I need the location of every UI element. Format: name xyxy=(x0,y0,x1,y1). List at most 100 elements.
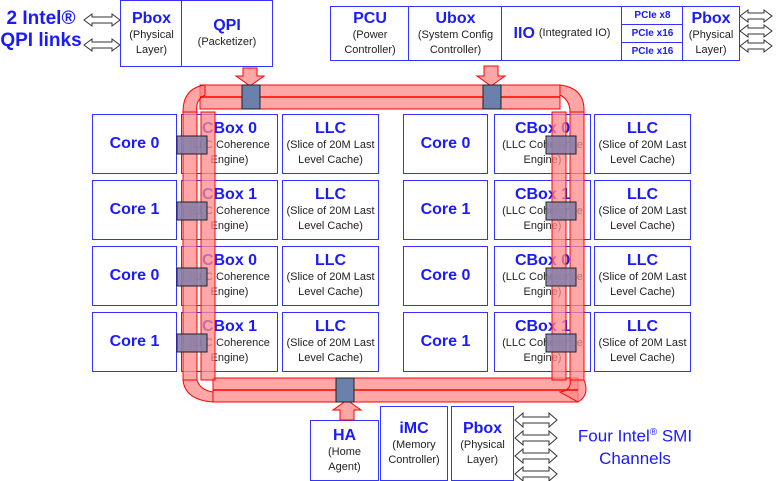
box-title: Pbox xyxy=(691,9,731,27)
box-subtitle: (Physical xyxy=(129,28,174,41)
box-title: Pbox xyxy=(462,419,503,437)
qpi-label-line1: 2 Intel® xyxy=(6,8,76,29)
box-subtitle: Agent) xyxy=(328,460,361,473)
box-title: LLC xyxy=(626,318,659,335)
box-subtitle: Level Cache) xyxy=(610,352,675,364)
box-title: CBox 0 xyxy=(201,252,258,269)
smi-label-text: Four Intel xyxy=(577,426,650,446)
core-box: Core 0 xyxy=(92,246,177,306)
core-box: Core 1 xyxy=(92,312,177,372)
box-subtitle: (Slice of 20M Last xyxy=(286,139,375,151)
box-subtitle: Level Cache) xyxy=(298,286,363,298)
box-title: CBox 0 xyxy=(514,120,571,137)
pcie-link-arrow xyxy=(739,39,773,53)
box-subtitle: Engine) xyxy=(523,352,562,364)
box-subtitle: (Power xyxy=(352,28,388,41)
qpi-links-label: 2 Intel® QPI links xyxy=(0,8,82,52)
pcu-box: PCU (Power Controller) xyxy=(330,6,410,61)
core-label: Core 1 xyxy=(109,333,160,350)
smi-link-arrow xyxy=(514,465,558,481)
core-box: Core 0 xyxy=(92,114,177,174)
box-subtitle: (Home xyxy=(327,445,361,458)
box-title: IIO xyxy=(513,24,535,42)
core-label: Core 0 xyxy=(420,267,471,284)
box-subtitle: Layer) xyxy=(466,453,499,466)
box-subtitle: (Slice of 20M Last xyxy=(286,271,375,283)
box-subtitle: (Physical xyxy=(460,438,505,451)
box-title: LLC xyxy=(626,252,659,269)
box-title: HA xyxy=(332,426,357,444)
imc-box: iMC (Memory Controller) xyxy=(380,406,448,481)
box-subtitle: (Slice of 20M Last xyxy=(598,205,687,217)
box-title: LLC xyxy=(314,318,347,335)
box-subtitle: Engine) xyxy=(210,352,249,364)
box-subtitle: Level Cache) xyxy=(298,154,363,166)
box-subtitle: (LLC Coherence xyxy=(189,139,270,151)
box-subtitle: Engine) xyxy=(210,220,249,232)
box-title: LLC xyxy=(314,186,347,203)
box-subtitle: (Slice of 20M Last xyxy=(286,337,375,349)
box-subtitle: (LLC Coherence xyxy=(502,271,583,283)
box-title: CBox 0 xyxy=(201,120,258,137)
core-box: Core 0 xyxy=(403,114,488,174)
box-subtitle: Level Cache) xyxy=(610,220,675,232)
core-label: Core 0 xyxy=(420,135,471,152)
box-title: CBox 1 xyxy=(514,318,571,335)
box-subtitle: (LLC Coherence xyxy=(189,337,270,349)
box-subtitle: (LLC Coherence xyxy=(502,139,583,151)
pcie-link-arrow xyxy=(739,24,773,38)
smi-channels-label: Four Intel® SMI Channels xyxy=(565,422,705,470)
box-subtitle: (Physical xyxy=(688,28,734,41)
box-subtitle: Level Cache) xyxy=(298,352,363,364)
box-subtitle: Engine) xyxy=(210,286,249,298)
box-title: Pbox xyxy=(131,9,172,27)
box-subtitle: Level Cache) xyxy=(610,154,675,166)
box-title: LLC xyxy=(314,120,347,137)
pcie-slot: PCIe x16 xyxy=(621,42,684,61)
qpi-link-arrow xyxy=(83,38,121,52)
pcie-pbox: Pbox (Physical Layer) xyxy=(682,6,740,61)
smi-link-arrow xyxy=(514,411,558,429)
core-box: Core 0 xyxy=(403,246,488,306)
box-title: Ubox xyxy=(435,9,476,27)
box-subtitle: Level Cache) xyxy=(610,286,675,298)
qpi-label-line2: QPI links xyxy=(0,30,82,51)
box-title: LLC xyxy=(314,252,347,269)
box-subtitle: Level Cache) xyxy=(298,220,363,232)
box-subtitle: Engine) xyxy=(523,286,562,298)
box-subtitle: Engine) xyxy=(210,154,249,166)
box-subtitle: Engine) xyxy=(523,154,562,166)
box-subtitle: (Slice of 20M Last xyxy=(286,205,375,217)
core-box: Core 1 xyxy=(403,180,488,240)
box-title: CBox 1 xyxy=(201,318,258,335)
qpi-link-arrows xyxy=(83,13,121,52)
smi-pbox: Pbox (Physical Layer) xyxy=(451,406,514,481)
box-subtitle: Layer) xyxy=(695,43,727,56)
box-subtitle: Controller) xyxy=(344,43,396,56)
core-label: Core 1 xyxy=(420,333,471,350)
smi-link-arrows xyxy=(514,411,558,481)
registered-mark: ® xyxy=(649,427,658,438)
box-title: CBox 1 xyxy=(201,186,258,203)
box-subtitle: (Memory xyxy=(392,438,436,451)
pcie-slot: PCIe x16 xyxy=(621,24,684,43)
smi-label-line2: Channels xyxy=(599,448,671,468)
core-label: Core 0 xyxy=(109,135,160,152)
core-label: Core 0 xyxy=(109,267,160,284)
box-subtitle: (LLC Coherence xyxy=(189,271,270,283)
